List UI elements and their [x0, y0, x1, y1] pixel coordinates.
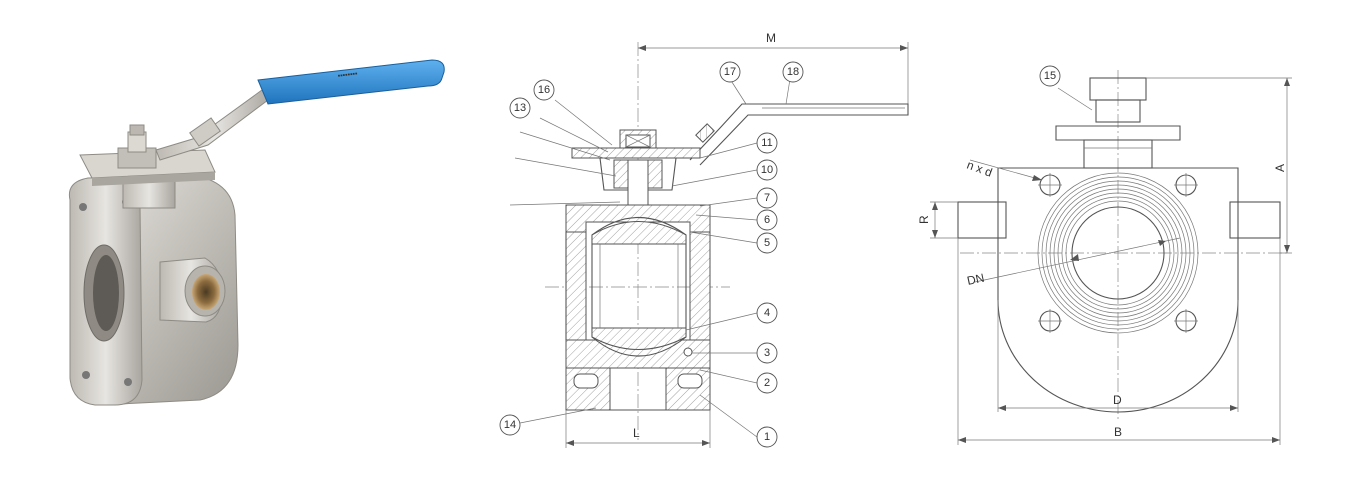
callout-11: 11 — [756, 132, 778, 154]
callout-13: 13 — [509, 97, 531, 119]
svg-text:11: 11 — [761, 137, 772, 149]
dimension-b-label: B — [1114, 425, 1122, 439]
dimension-a-label: A — [1273, 164, 1287, 172]
dimension-d-label: D — [1113, 393, 1122, 407]
callout-7: 7 — [756, 187, 778, 209]
callout-18: 14 — [499, 414, 521, 436]
svg-text:14: 14 — [504, 419, 516, 431]
svg-text:10: 10 — [761, 164, 773, 176]
callout-10: 10 — [756, 159, 778, 181]
svg-text:18: 18 — [787, 66, 799, 78]
dimension-m-label: M — [766, 31, 776, 45]
svg-text:13: 13 — [514, 102, 526, 114]
section-view-drawing — [509, 42, 909, 448]
callout-15: 15 — [1039, 65, 1061, 87]
svg-text:6: 6 — [764, 214, 770, 226]
svg-text:▪▪▪▪▪▪▪▪: ▪▪▪▪▪▪▪▪ — [337, 71, 358, 80]
svg-text:16: 16 — [538, 84, 550, 96]
callout-14: 16 — [533, 79, 555, 101]
flange-face-rings — [1037, 172, 1199, 334]
bolt-hole-label: n x d — [965, 158, 994, 180]
callout-16: 17 — [719, 61, 741, 83]
dimension-r-label: R — [917, 215, 931, 224]
bolt-holes — [1038, 173, 1198, 333]
svg-text:3: 3 — [764, 347, 770, 359]
svg-text:1: 1 — [764, 431, 770, 443]
end-view-drawing — [930, 70, 1292, 445]
callout-4: 4 — [756, 302, 778, 324]
svg-text:5: 5 — [764, 237, 770, 249]
callout-1: 1 — [756, 426, 778, 448]
ball-valve-photo: ▪▪▪▪▪▪▪▪ — [68, 59, 445, 406]
svg-text:7: 7 — [764, 192, 770, 204]
callout-17: 18 — [782, 61, 804, 83]
callout-5: 5 — [756, 232, 778, 254]
svg-text:4: 4 — [764, 307, 770, 319]
svg-text:17: 17 — [724, 66, 736, 78]
callout-3: 3 — [756, 342, 778, 364]
callout-2: 2 — [756, 372, 778, 394]
dn-label: DN — [966, 271, 986, 288]
svg-text:15: 15 — [1044, 70, 1056, 82]
svg-text:2: 2 — [764, 377, 770, 389]
callout-6: 6 — [756, 209, 778, 231]
dimension-l-label: L — [633, 426, 640, 440]
